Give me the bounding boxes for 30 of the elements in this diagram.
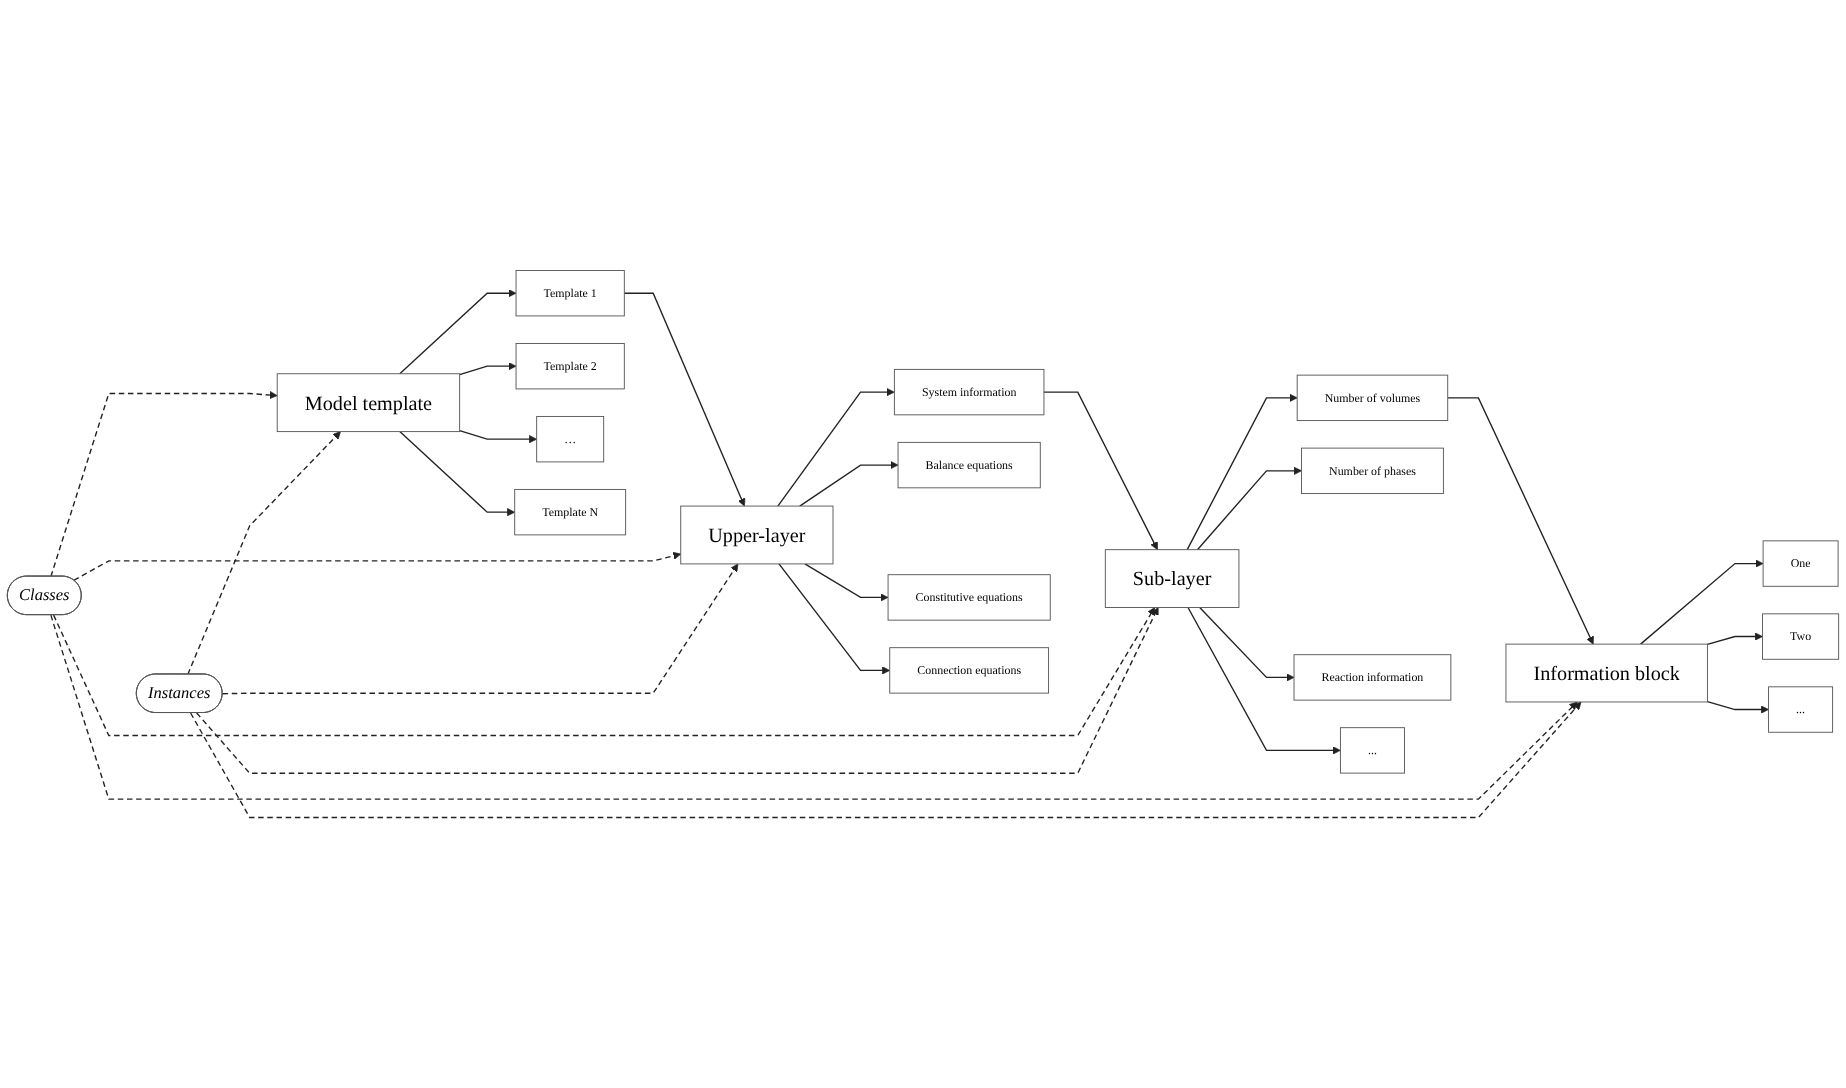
arrow bbox=[196, 607, 1159, 774]
arrow bbox=[50, 391, 278, 578]
arrow bbox=[777, 388, 895, 507]
arrow bbox=[187, 431, 341, 676]
arrow bbox=[1196, 466, 1302, 551]
arrow bbox=[623, 292, 746, 507]
arrow bbox=[50, 614, 1578, 800]
arrow bbox=[1199, 606, 1295, 682]
arrow bbox=[1187, 606, 1341, 755]
node-box: Sub-layer bbox=[1104, 549, 1240, 608]
arrow bbox=[778, 563, 891, 675]
arrow bbox=[73, 551, 682, 581]
arrow bbox=[804, 563, 889, 602]
arrow bbox=[1043, 391, 1158, 551]
arrow bbox=[189, 701, 1582, 819]
arrow bbox=[52, 607, 1156, 737]
arrow bbox=[1639, 559, 1764, 645]
node-box: Model template bbox=[276, 373, 461, 433]
node-box: Information block bbox=[1505, 643, 1708, 703]
arrow bbox=[399, 289, 517, 375]
arrow bbox=[458, 430, 538, 444]
arrow bbox=[399, 430, 516, 517]
arrow bbox=[1706, 701, 1769, 714]
arrow bbox=[458, 362, 517, 376]
arrow bbox=[1447, 397, 1594, 645]
arrow bbox=[221, 563, 739, 695]
arrow bbox=[799, 461, 899, 507]
arrow bbox=[1186, 393, 1298, 551]
arrow bbox=[1706, 632, 1763, 646]
node-box: Upper-layer bbox=[680, 505, 834, 565]
